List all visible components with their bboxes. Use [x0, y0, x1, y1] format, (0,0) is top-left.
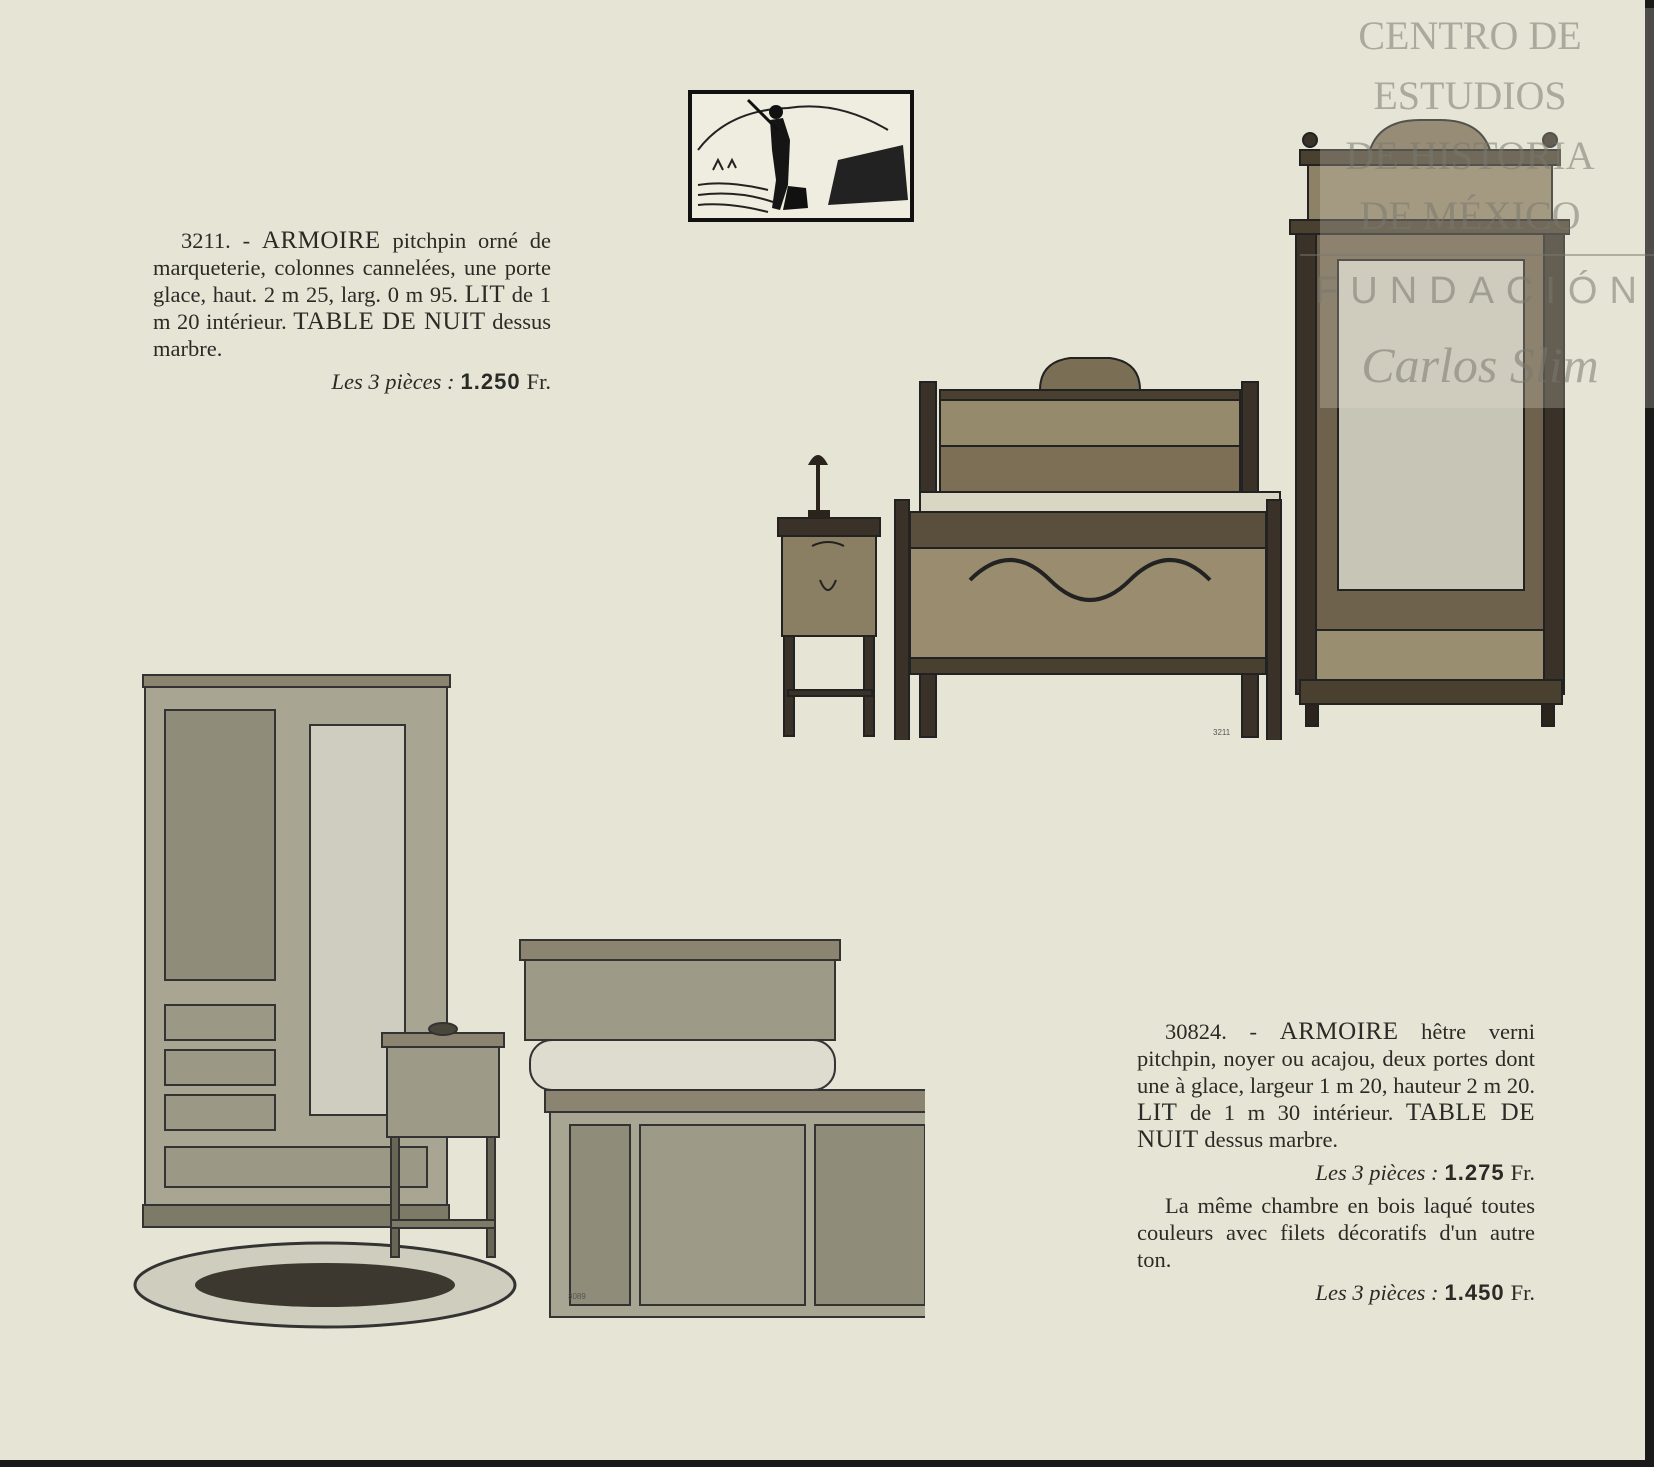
- photo-reference-3089: 3089: [568, 1292, 586, 1301]
- item-title: ARMOIRE: [261, 227, 381, 254]
- armoire: [142, 674, 451, 1228]
- offer-30824-description: 30824. - ARMOIRE hêtre verni pitchpin, n…: [1137, 1018, 1535, 1305]
- bedroom-set-30824-photo: [133, 674, 925, 1329]
- lamp: [808, 455, 830, 518]
- watermark-divider: [1300, 254, 1654, 256]
- armoire: [1289, 119, 1570, 727]
- offer-3211-description: 3211. - ARMOIRE pitchpin orné de marquet…: [153, 227, 552, 394]
- woodcutter-vignette: [688, 90, 914, 222]
- variant-price: 1.450: [1444, 1280, 1505, 1305]
- bed: [519, 939, 925, 1318]
- photo-reference-3211: 3211: [1213, 728, 1231, 737]
- rug: [133, 1241, 517, 1329]
- price: 1.250: [460, 369, 521, 394]
- bedroom-set-3211-photo: [777, 119, 1570, 740]
- nightstand: [381, 1022, 505, 1258]
- price: 1.275: [1444, 1160, 1505, 1185]
- nightstand: [777, 517, 881, 737]
- watermark: CENTRO DE ESTUDIOS DE HISTORIA DE MÉXICO…: [1300, 8, 1654, 408]
- item-title: ARMOIRE: [1279, 1018, 1399, 1045]
- variant-description: La même chambre en bois laqué toutes cou…: [1137, 1193, 1535, 1272]
- bed: [894, 357, 1282, 740]
- item-number: 3211.: [181, 228, 231, 253]
- item-number: 30824.: [1165, 1019, 1227, 1044]
